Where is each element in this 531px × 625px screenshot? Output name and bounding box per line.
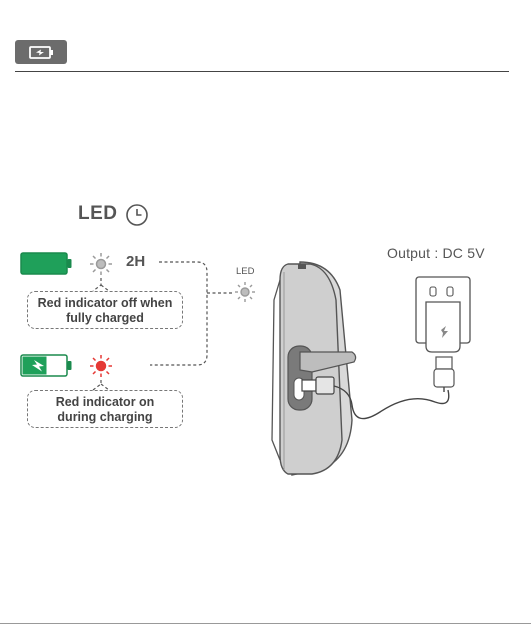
- footer-divider: [0, 623, 531, 624]
